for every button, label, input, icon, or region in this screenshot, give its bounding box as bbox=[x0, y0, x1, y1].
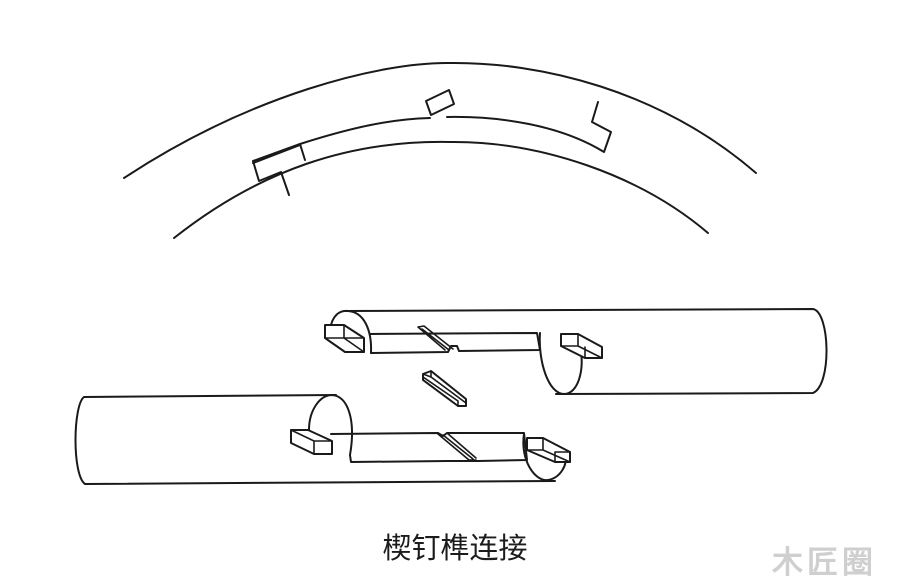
outer-arc bbox=[123, 61, 757, 179]
right-member bbox=[329, 308, 828, 396]
left-member-body bbox=[74, 394, 556, 485]
right-member-tongue-end bbox=[329, 309, 373, 354]
left-member-end-ellipse bbox=[522, 433, 567, 482]
right-member-cut-ellipse bbox=[538, 332, 583, 396]
left-member-tongue bbox=[330, 432, 528, 463]
plan-wedge-pin bbox=[425, 89, 455, 116]
left-member-tenon-right bbox=[526, 437, 571, 463]
right-member-wedge-slot bbox=[417, 325, 454, 351]
right-member-tenon-left bbox=[324, 324, 365, 353]
scarf-center-right bbox=[446, 101, 612, 153]
left-member-cut-arch bbox=[308, 394, 353, 456]
right-member-tenon-right bbox=[560, 333, 603, 359]
plan-view bbox=[123, 61, 757, 239]
right-member-body bbox=[344, 308, 828, 395]
left-member-wedge-slot bbox=[437, 432, 477, 461]
left-member bbox=[74, 394, 567, 485]
right-member-tongue bbox=[369, 332, 541, 354]
scarf-joint-line bbox=[252, 143, 306, 164]
diagram-caption: 楔钉榫连接 bbox=[382, 531, 528, 565]
wedge-pin bbox=[422, 370, 467, 407]
watermark-text: 木匠圈 bbox=[772, 545, 877, 581]
inner-arc bbox=[173, 140, 709, 239]
scarf-left-step bbox=[252, 117, 431, 196]
left-member-tenon-left bbox=[290, 429, 333, 455]
